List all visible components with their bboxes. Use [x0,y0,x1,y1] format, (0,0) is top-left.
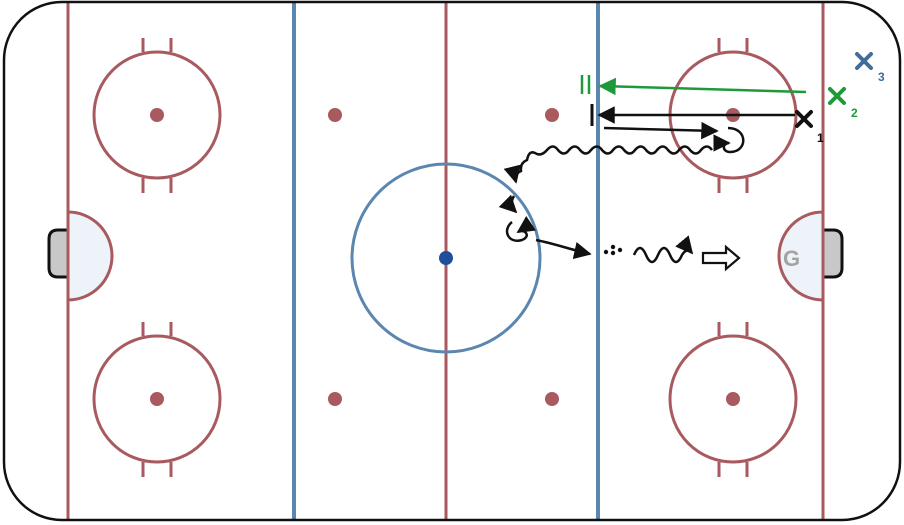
goalie-label: G [783,246,800,271]
player-1-marker: 1 [795,110,824,145]
neutral-dot-bottom-right [545,392,559,406]
faceoff-dot-bottom-left [150,392,164,406]
neutral-dot-top-left [328,108,342,122]
green-stop-mark [580,75,591,94]
x-mark-icon [855,52,873,70]
center-faceoff-circle [350,162,542,354]
x-mark-icon [795,110,813,128]
center-faceoff-dot [439,251,453,265]
pivot-curl-top [713,126,745,154]
shot-hollow-arrow [701,244,741,272]
neutral-dot-top-right [545,108,559,122]
left-goal-net [47,228,70,279]
skate-arrow-to-slot [535,238,592,260]
faceoff-circle-top-left [92,38,222,193]
faceoff-circle-bottom-left [92,322,222,477]
right-goal-crease [777,210,825,302]
wavy-shot-line [632,235,694,264]
player-3-number: 3 [878,70,885,84]
x-mark-icon [828,87,846,105]
faceoff-circle-bottom-right [668,322,798,477]
pivot-curl-center [505,215,536,242]
short-skate-down-arrow [498,194,518,214]
player-2-number: 2 [851,106,858,120]
player-3-marker: 3 [855,52,885,84]
puck-dots [603,244,623,256]
wavy-puck-carry-line [503,145,714,184]
green-pass-arrow [598,77,807,96]
player-1-number: 1 [817,131,824,145]
left-goal-crease [66,210,114,302]
faceoff-dot-top-left [150,108,164,122]
right-goal-net [821,228,844,279]
faceoff-dot-bottom-right [726,392,740,406]
neutral-dot-bottom-left [328,392,342,406]
player-2-marker: 2 [828,87,858,120]
black-skate-arrow-forward [603,121,719,140]
